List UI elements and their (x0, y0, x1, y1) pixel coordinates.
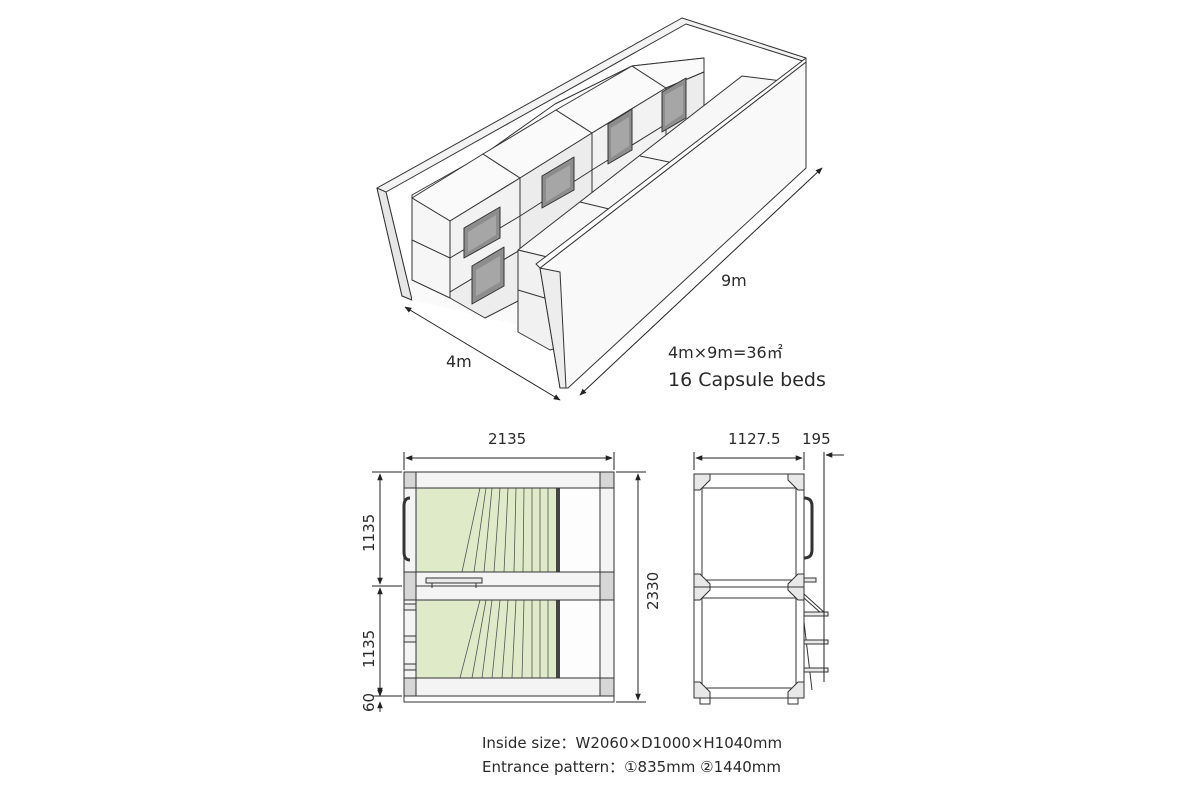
label-4m: 4m (446, 352, 472, 371)
inside-size-caption: Inside size：W2060×D1000×H1040mm (482, 734, 783, 752)
base-plinth (403, 695, 615, 703)
label-9m: 9m (721, 271, 747, 290)
side-view (693, 473, 829, 705)
step-bar (425, 577, 483, 584)
isometric-room (376, 17, 807, 389)
side-dimensions (693, 452, 844, 682)
label-60: 60 (360, 693, 378, 712)
side-handle (803, 496, 814, 560)
bottom-rail (403, 677, 615, 697)
label-195: 195 (802, 430, 831, 448)
label-2135: 2135 (488, 430, 526, 448)
curtain-upper (416, 488, 556, 572)
top-rail (403, 471, 615, 489)
label-1127-5: 1127.5 (728, 430, 781, 448)
dim-line-9m (579, 167, 823, 396)
label-1135-lower: 1135 (360, 630, 378, 668)
dim-line-4m (404, 306, 561, 401)
area-label: 4m×9m=36㎡ (668, 343, 783, 362)
label-1135-upper: 1135 (360, 514, 378, 552)
curtain-lower (416, 600, 556, 678)
back-wall-face (376, 187, 413, 301)
entrance-pattern-caption: Entrance pattern：①835mm ②1440mm (482, 758, 782, 776)
ladder-rungs (403, 603, 417, 671)
front-dimensions (372, 452, 646, 712)
iso-dimensions (404, 167, 823, 401)
front-view (402, 471, 615, 703)
capacity-label: 16 Capsule beds (668, 369, 826, 391)
label-2330: 2330 (644, 572, 662, 610)
ladder-profile (803, 577, 829, 691)
grab-handle (402, 496, 411, 562)
